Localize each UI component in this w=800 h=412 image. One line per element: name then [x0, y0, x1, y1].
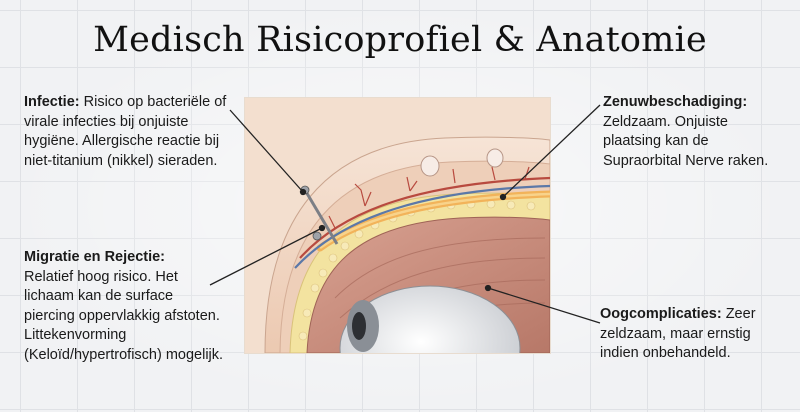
- anatomy-illustration: [245, 98, 550, 353]
- anatomy-svg: [245, 98, 550, 353]
- piercing-bottom-ball: [312, 231, 322, 241]
- capillaries: [328, 166, 530, 229]
- page-title: Medisch Risicoprofiel & Anatomie: [93, 20, 707, 60]
- eyeball: [339, 285, 521, 353]
- note-zenuw-heading: Zenuwbeschadiging:: [603, 94, 748, 110]
- note-oog-body: Zeer zeldzaam, maar ernstig indien onbeh…: [600, 306, 756, 361]
- piercing-bar: [303, 189, 339, 245]
- hair-follicles: [420, 148, 504, 177]
- note-oog-heading: Oogcomplicaties:: [600, 306, 722, 322]
- pupil: [352, 312, 366, 340]
- note-oog: Oogcomplicaties: Zeer zeldzaam, maar ern…: [600, 305, 780, 364]
- note-zenuw-body: Zeldzaam. Onjuiste plaatsing kan de Supr…: [603, 113, 769, 169]
- piercing-top-ball: [300, 185, 310, 195]
- note-migratie-heading: Migratie en Rejectie:: [24, 249, 166, 265]
- note-migratie-body: Relatief hoog risico. Het lichaam kan de…: [24, 268, 224, 363]
- note-infectie: Infectie: Risico op bacteriële of virale…: [24, 93, 234, 171]
- note-zenuw: Zenuwbeschadiging: Zeldzaam. Onjuiste pl…: [603, 93, 783, 171]
- note-infectie-heading: Infectie:: [24, 94, 80, 110]
- note-migratie: Migratie en Rejectie: Relatief hoog risi…: [24, 248, 224, 365]
- note-infectie-body: Risico op bacteriële of virale infecties…: [24, 94, 227, 169]
